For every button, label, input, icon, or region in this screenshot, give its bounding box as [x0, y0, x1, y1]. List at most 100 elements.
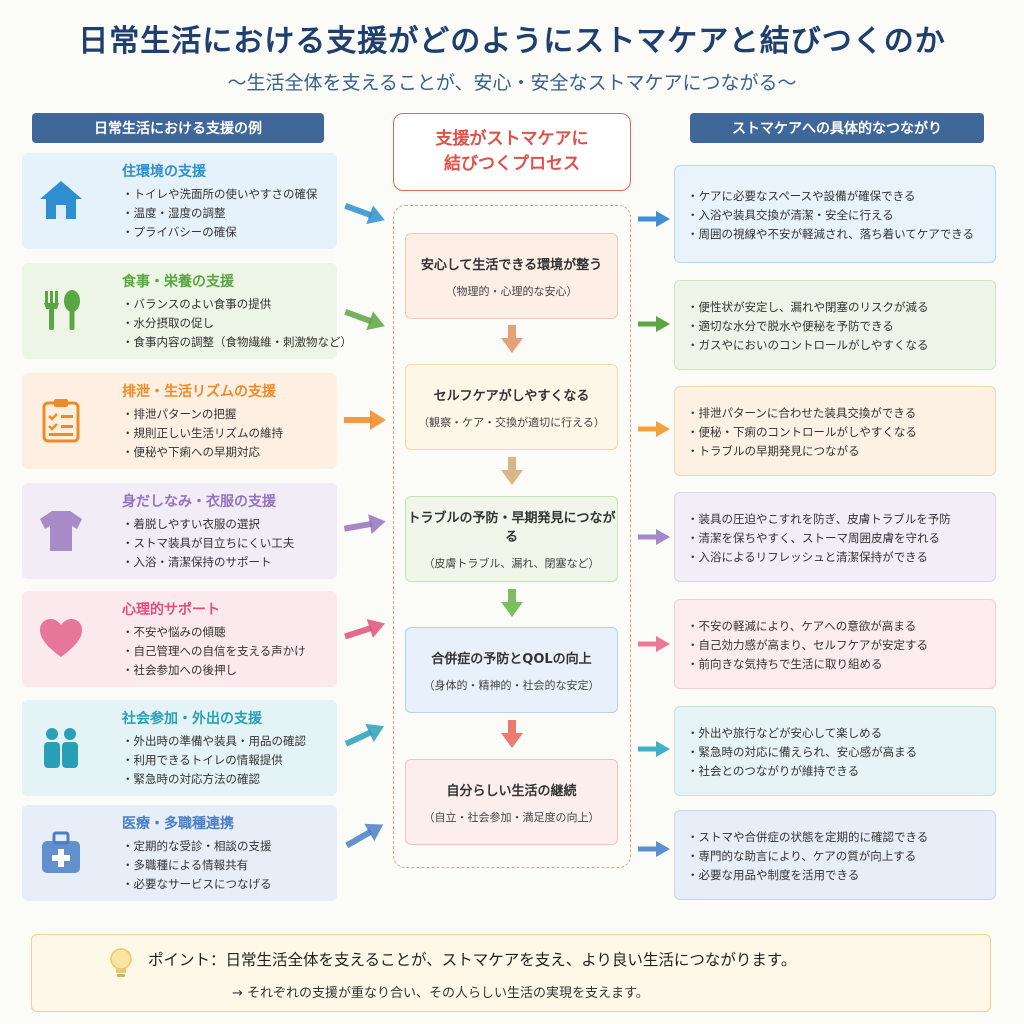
center-column-header: 支援がストマケアに 結びつくプロセス	[393, 113, 631, 191]
lightbulb-icon	[110, 948, 132, 977]
left-card-title: 身だしなみ・衣服の支援	[122, 494, 276, 510]
list-item: ・温度・湿度の調整	[122, 206, 226, 220]
list-item: ・緊急時の対応方法の確認	[122, 772, 260, 786]
list-item: ・緊急時の対応に備えられ、安心感が高まる	[687, 745, 918, 759]
list-item: ・自己管理への自信を支える声かけ	[122, 644, 306, 658]
list-item: ・自己効力感が高まり、セルフケアが安定する	[687, 638, 929, 652]
list-item: ・便性状が安定し、漏れや閉塞のリスクが減る	[687, 300, 929, 314]
list-item: ・ストマや合併症の状態を定期的に確認できる	[687, 830, 929, 844]
list-item: ・プライバシーの確保	[122, 225, 237, 239]
right-card-list: ・装具の圧迫やこすれを防ぎ、皮膚トラブルを予防・清潔を保ちやすく、ストーマ周囲皮…	[675, 493, 995, 567]
point-main-text: ポイント：日常生活全体を支えることが、ストマケアを支え、より良い生活につながりま…	[148, 951, 797, 969]
left-card: 心理的サポート・不安や悩みの傾聴・自己管理への自信を支える声かけ・社会参加への後…	[22, 591, 337, 687]
list-item: ・不安の軽減により、ケアへの意欲が高まる	[687, 619, 917, 633]
process-step: 安心して生活できる環境が整う（物理的・心理的な安心）	[405, 233, 618, 319]
right-card-list: ・便性状が安定し、漏れや閉塞のリスクが減る・適切な水分で脱水や便秘を予防できる・…	[675, 281, 995, 355]
list-item: ・定期的な受診・相談の支援	[122, 839, 272, 853]
clipboard-checklist-icon	[42, 399, 80, 443]
list-item: ・利用できるトイレの情報提供	[122, 753, 283, 767]
list-item: ・規則正しい生活リズムの維持	[122, 426, 283, 440]
page-title: 日常生活における支援がどのようにストマケアと結びつくのか	[78, 24, 946, 59]
right-card: ・排泄パターンに合わせた装具交換ができる・便秘・下痢のコントロールがしやすくなる…	[674, 386, 996, 476]
right-card: ・不安の軽減により、ケアへの意欲が高まる・自己効力感が高まり、セルフケアが安定す…	[674, 599, 996, 689]
list-item: ・水分摂取の促し	[122, 316, 214, 330]
right-arrow-icon	[638, 636, 670, 652]
left-card: 社会参加・外出の支援・外出時の準備や装具・用品の確認・利用できるトイレの情報提供…	[22, 700, 337, 796]
list-item: ・適切な水分で脱水や便秘を予防できる	[687, 319, 894, 333]
left-card: 身だしなみ・衣服の支援・着脱しやすい衣服の選択・ストマ装具が目立ちにくい工夫・入…	[22, 483, 337, 579]
page-subtitle: 〜生活全体を支えることが、安心・安全なストマケアにつながる〜	[227, 72, 797, 94]
process-step-subtitle: （皮膚トラブル、漏れ、閉塞など）	[423, 557, 600, 570]
medical-kit-icon	[42, 831, 80, 873]
list-item: ・入浴や装具交換が清潔・安全に行える	[687, 208, 894, 222]
connector-arrow-icon	[344, 202, 385, 225]
house-icon	[40, 181, 82, 219]
list-item: ・入浴によるリフレッシュと清潔保持ができる	[687, 550, 928, 564]
right-arrow-icon	[638, 529, 670, 545]
right-card-list: ・外出や旅行などが安心して楽しめる・緊急時の対応に備えられ、安心感が高まる・社会…	[675, 707, 995, 781]
left-card-list: ・定期的な受診・相談の支援・多職種による情報共有・必要なサービスにつなげる	[122, 837, 272, 894]
connector-arrow-icon	[344, 723, 385, 747]
list-item: ・外出や旅行などが安心して楽しめる	[687, 726, 883, 740]
right-card: ・装具の圧迫やこすれを防ぎ、皮膚トラブルを予防・清潔を保ちやすく、ストーマ周囲皮…	[674, 492, 996, 582]
left-card-title: 心理的サポート	[122, 602, 220, 618]
list-item: ・不安や悩みの傾聴	[122, 625, 226, 639]
two-people-icon	[44, 728, 78, 768]
list-item: ・装具の圧迫やこすれを防ぎ、皮膚トラブルを予防	[687, 512, 951, 526]
right-arrow-icon	[638, 741, 670, 757]
left-card-list: ・着脱しやすい衣服の選択・ストマ装具が目立ちにくい工夫・入浴・清潔保持のサポート	[122, 515, 294, 572]
process-step: 自分らしい生活の継続 （自立・社会参加・満足度の向上）	[405, 759, 618, 845]
list-item: ・ケアに必要なスペースや設備が確保できる	[687, 189, 916, 203]
list-item: ・社会参加への後押し	[122, 663, 237, 677]
process-step-title: 自分らしい生活の継続	[446, 783, 577, 799]
list-item: ・入浴・清潔保持のサポート	[122, 555, 272, 569]
right-card-list: ・排泄パターンに合わせた装具交換ができる・便秘・下痢のコントロールがしやすくなる…	[675, 387, 995, 461]
connector-arrow-icon	[344, 410, 386, 430]
list-item: ・ストマ装具が目立ちにくい工夫	[122, 536, 295, 550]
list-item: ・着脱しやすい衣服の選択	[122, 517, 260, 531]
left-card-list: ・バランスのよい食事の提供・水分摂取の促し・食事内容の調整（食物繊維・刺激物など…	[122, 295, 352, 352]
left-card-list: ・外出時の準備や装具・用品の確認・利用できるトイレの情報提供・緊急時の対応方法の…	[122, 732, 306, 789]
process-step-subtitle: （身体的・精神的・社会的な安定）	[423, 678, 600, 692]
down-arrow-icon	[501, 720, 523, 748]
left-card-list: ・不安や悩みの傾聴・自己管理への自信を支える声かけ・社会参加への後押し	[122, 623, 306, 680]
right-card-list: ・不安の軽減により、ケアへの意欲が高まる・自己効力感が高まり、セルフケアが安定す…	[675, 600, 995, 674]
center-header-line2: 結びつくプロセス	[444, 154, 580, 174]
connector-arrow-icon	[343, 514, 386, 534]
left-card-title: 社会参加・外出の支援	[122, 711, 262, 727]
down-arrow-icon	[501, 325, 523, 353]
list-item: ・必要な用品や制度を活用できる	[687, 868, 860, 882]
right-column-header: ストマケアへの具体的なつながり	[690, 113, 984, 143]
list-item: ・専門的な助言により、ケアの質が向上する	[687, 849, 917, 863]
heart-icon	[40, 619, 82, 657]
tshirt-icon	[40, 511, 82, 551]
list-item: ・清潔を保ちやすく、ストーマ周囲皮膚を守れる	[687, 531, 940, 545]
point-sub-text: → それぞれの支援が重なり合い、その人らしい生活の実現を支えます。	[232, 986, 649, 1001]
right-arrow-icon	[638, 841, 670, 857]
list-item: ・必要なサービスにつなげる	[122, 877, 272, 891]
left-card-title: 住環境の支援	[122, 164, 206, 180]
left-card: 排泄・生活リズムの支援・排泄パターンの把握・規則正しい生活リズムの維持・便秘や下…	[22, 373, 337, 469]
right-arrow-icon	[638, 211, 670, 227]
right-card: ・外出や旅行などが安心して楽しめる・緊急時の対応に備えられ、安心感が高まる・社会…	[674, 706, 996, 796]
left-card-title: 医療・多職種連携	[122, 816, 234, 832]
process-step-subtitle: （自立・社会参加・満足度の向上）	[423, 810, 600, 824]
process-step: 合併症の予防とQOLの向上 （身体的・精神的・社会的な安定）	[405, 627, 618, 713]
left-card-title: 食事・栄養の支援	[122, 274, 234, 290]
left-card-list: ・排泄パターンの把握・規則正しい生活リズムの維持・便秘や下痢への早期対応	[122, 405, 283, 462]
list-item: ・外出時の準備や装具・用品の確認	[122, 734, 306, 748]
list-item: ・前向きな気持ちで生活に取り組める	[687, 657, 883, 671]
fork-spoon-icon	[44, 290, 80, 330]
left-card-title: 排泄・生活リズムの支援	[122, 384, 276, 400]
left-card: 医療・多職種連携・定期的な受診・相談の支援・多職種による情報共有・必要なサービス…	[22, 805, 337, 901]
connector-arrow-icon	[344, 308, 385, 331]
list-item: ・社会とのつながりが維持できる	[687, 764, 860, 778]
process-step-title: 合併症の予防とQOLの向上	[431, 651, 592, 667]
right-card: ・ストマや合併症の状態を定期的に確認できる・専門的な助言により、ケアの質が向上す…	[674, 810, 996, 900]
list-item: ・排泄パターンの把握	[122, 407, 237, 421]
left-card-list: ・トイレや洗面所の使いやすさの確保・温度・湿度の調整・プライバシーの確保	[122, 185, 318, 242]
list-item: ・食事内容の調整（食物繊維・刺激物など）	[122, 335, 352, 349]
list-item: ・排泄パターンに合わせた装具交換ができる	[687, 406, 917, 420]
left-card: 住環境の支援・トイレや洗面所の使いやすさの確保・温度・湿度の調整・プライバシーの…	[22, 153, 337, 249]
right-arrow-icon	[638, 421, 670, 437]
